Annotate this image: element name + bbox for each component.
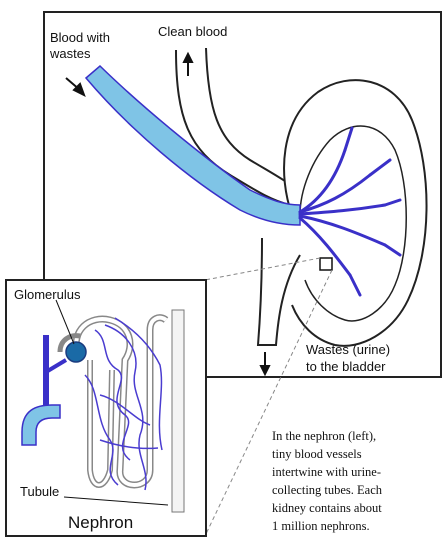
label-glomerulus: Glomerulus	[14, 287, 81, 302]
label-clean-blood: Clean blood	[158, 24, 227, 39]
caption-line-6: 1 million nephrons.	[272, 519, 370, 533]
label-wastes-urine: Wastes (urine)	[306, 342, 390, 357]
caption: In the nephron (left), tiny blood vessel…	[272, 429, 383, 533]
caption-line-5: kidney contains about	[272, 501, 382, 515]
caption-line-2: tiny blood vessels	[272, 447, 362, 461]
label-to-bladder: to the bladder	[306, 359, 386, 374]
label-tubule: Tubule	[20, 484, 59, 499]
caption-line-3: intertwine with urine-	[272, 465, 381, 479]
caption-line-1: In the nephron (left),	[272, 429, 376, 443]
caption-line-4: collecting tubes. Each	[272, 483, 383, 497]
label-nephron: Nephron	[68, 513, 133, 532]
label-blood-with: Blood with	[50, 30, 110, 45]
glomerulus-body	[66, 342, 86, 362]
label-wastes: wastes	[49, 46, 91, 61]
